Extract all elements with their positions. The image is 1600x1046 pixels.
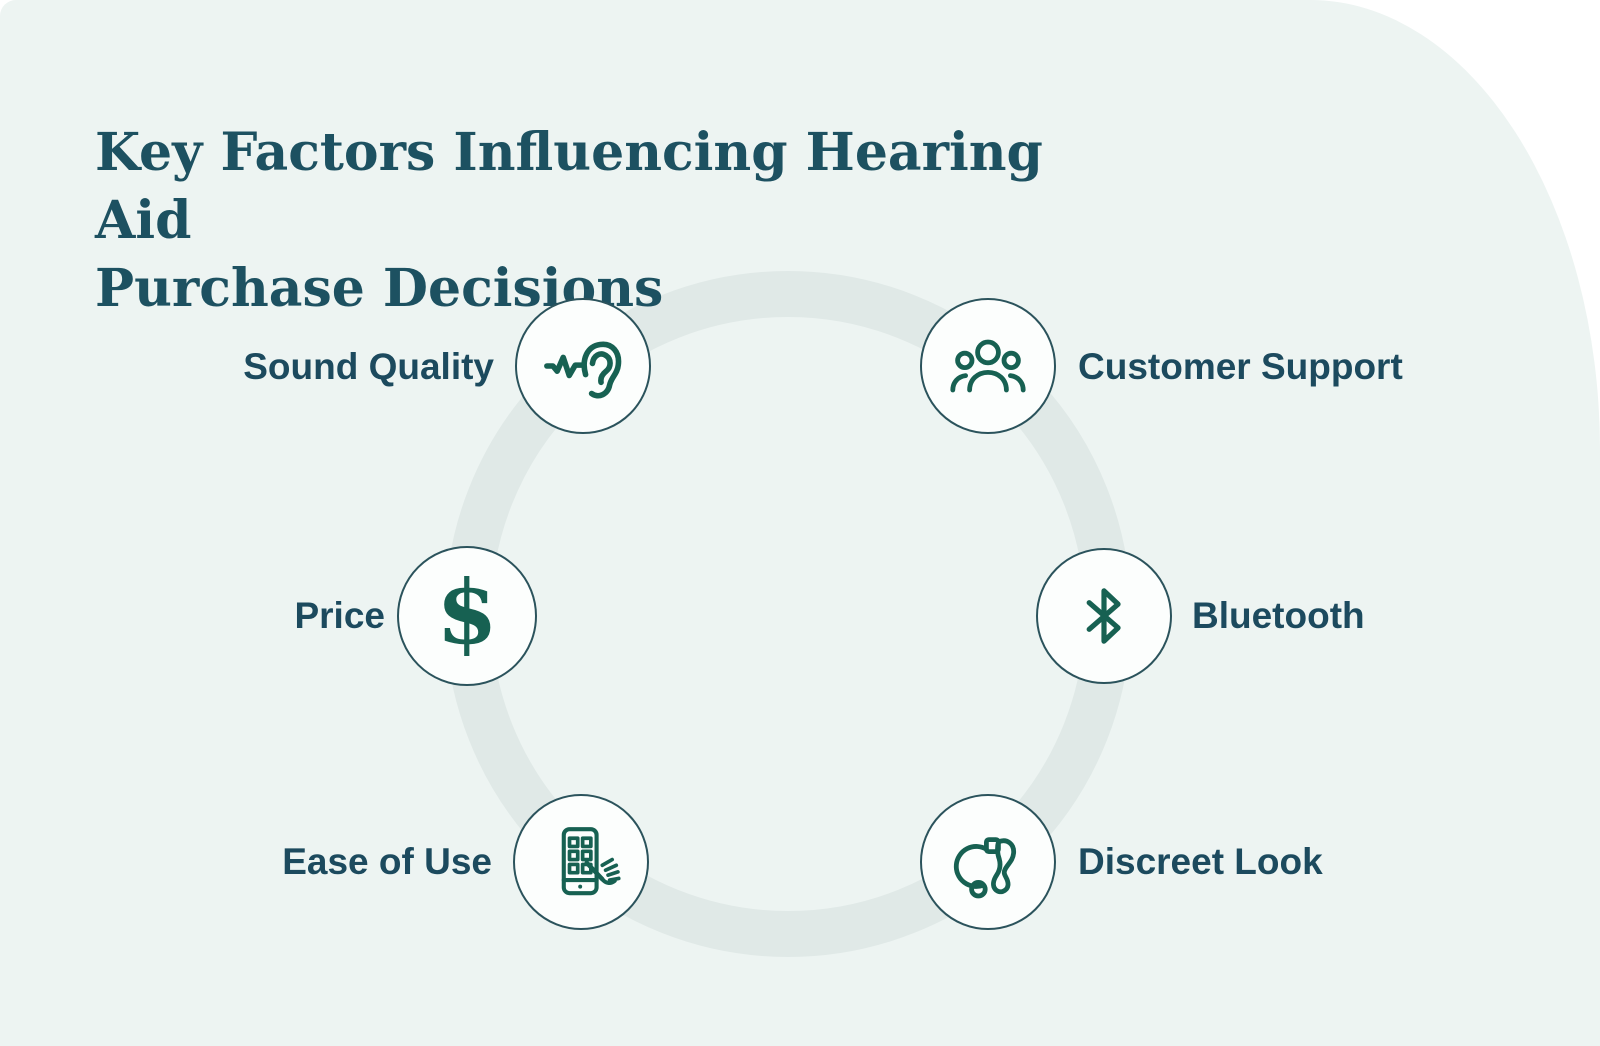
hearing-aid-icon <box>953 837 1017 899</box>
factor-label-ease-of-use: Ease of Use <box>282 841 492 882</box>
dollar-sign-icon: $ <box>436 560 498 664</box>
factor-label-price: Price <box>294 595 385 636</box>
people-group-icon <box>950 339 1026 393</box>
title-line-1: Key Factors Influencing Hearing Aid <box>95 121 1043 251</box>
factor-label-sound-quality: Sound Quality <box>243 346 494 387</box>
bluetooth-icon <box>1086 588 1121 644</box>
factor-circle-price: $ <box>397 546 537 686</box>
factor-circle-bluetooth <box>1036 548 1172 684</box>
factor-label-discreet-look: Discreet Look <box>1078 841 1323 882</box>
page-title: Key Factors Influencing Hearing Aid Purc… <box>95 119 1155 323</box>
factor-label-customer-support: Customer Support <box>1078 346 1403 387</box>
factor-circle-sound-quality <box>515 298 651 434</box>
factor-label-bluetooth: Bluetooth <box>1192 595 1365 636</box>
phone-tap-icon <box>561 827 621 896</box>
factor-circle-customer-support <box>920 298 1056 434</box>
factor-circle-discreet-look <box>920 794 1056 930</box>
ear-sound-wave-icon <box>544 341 622 399</box>
factor-circle-ease-of-use <box>513 794 649 930</box>
